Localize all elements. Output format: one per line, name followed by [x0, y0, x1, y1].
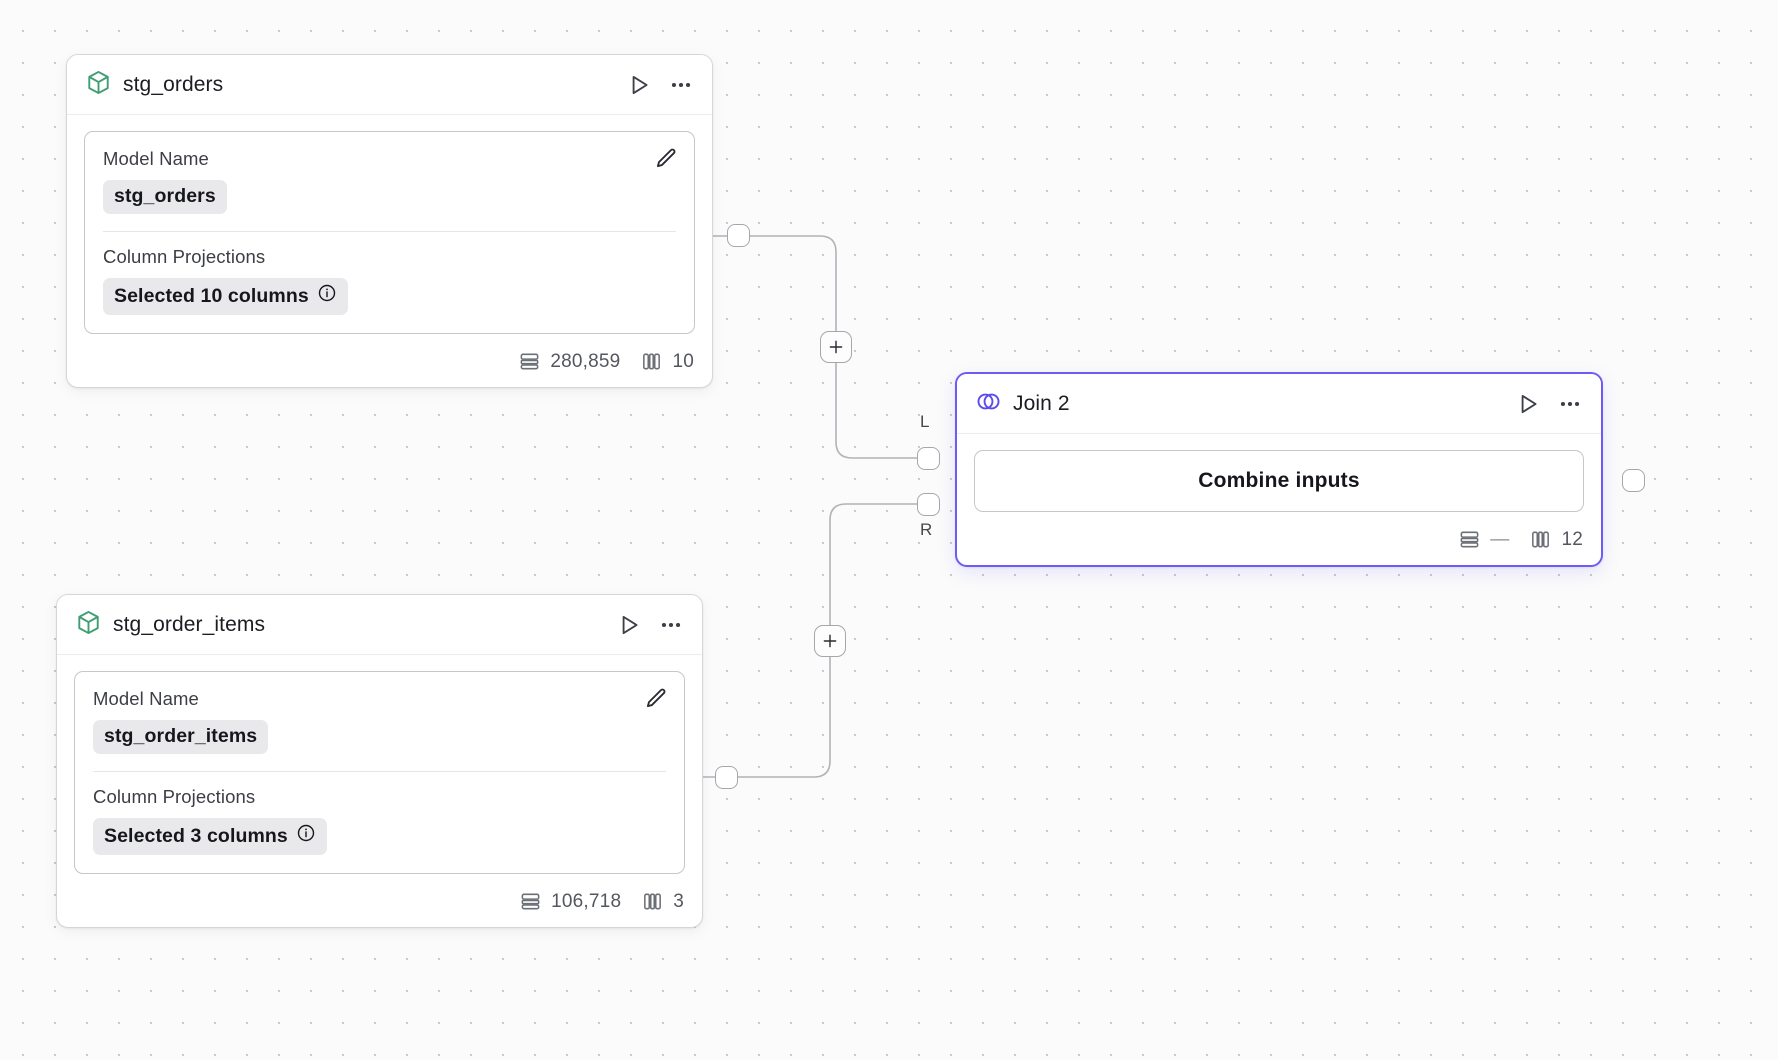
info-icon[interactable]: [317, 283, 337, 309]
node-header: Join 2: [957, 374, 1601, 434]
row-count-value: —: [1490, 528, 1510, 550]
row-count-stat: 106,718: [519, 890, 621, 913]
info-icon[interactable]: [296, 823, 316, 849]
column-count-value: 10: [672, 350, 694, 372]
row-count-stat: 280,859: [518, 350, 620, 373]
node-title: Join 2: [1013, 392, 1070, 415]
chip-text: stg_order_items: [104, 725, 258, 747]
node-footer: 106,718 3: [57, 886, 702, 927]
node-footer: 280,859 10: [67, 346, 712, 387]
run-icon[interactable]: [626, 72, 652, 98]
chip-column-projections[interactable]: Selected 10 columns: [103, 278, 348, 315]
more-options-icon[interactable]: [658, 612, 684, 638]
edit-pencil-icon[interactable]: [653, 146, 679, 177]
output-port-join-2[interactable]: [1622, 469, 1645, 492]
more-options-icon[interactable]: [668, 72, 694, 98]
chip-model-name[interactable]: stg_order_items: [93, 720, 269, 754]
add-node-button-lower[interactable]: [814, 625, 846, 657]
edit-pencil-icon[interactable]: [643, 686, 669, 717]
add-node-button-upper[interactable]: [820, 331, 852, 363]
run-icon[interactable]: [616, 612, 642, 638]
input-port-right[interactable]: [917, 493, 940, 516]
divider: [103, 231, 676, 232]
node-stg-order-items[interactable]: stg_order_items: [56, 594, 703, 928]
column-count-value: 3: [673, 890, 684, 912]
row-count-stat: —: [1458, 528, 1509, 551]
node-join-2[interactable]: Join 2 Combine inputs: [955, 372, 1603, 567]
column-count-value: 12: [1561, 528, 1583, 550]
node-stg-orders[interactable]: stg_orders: [66, 54, 713, 388]
row-count-value: 280,859: [550, 350, 621, 372]
left-port-label: L: [920, 412, 930, 431]
field-label-model-name: Model Name: [103, 148, 209, 169]
chip-text: Selected 3 columns: [104, 824, 288, 847]
output-port-stg-order-items[interactable]: [715, 766, 738, 789]
chip-text: Selected 10 columns: [114, 284, 309, 307]
node-header: stg_order_items: [57, 595, 702, 655]
output-port-stg-orders[interactable]: [727, 224, 750, 247]
column-count-stat: 3: [641, 890, 684, 913]
node-body: Model Name stg_orders Column Projections…: [67, 115, 712, 346]
config-panel: Model Name stg_orders Column Projections…: [84, 131, 695, 334]
column-count-stat: 10: [640, 350, 694, 373]
cube-icon: [85, 69, 112, 101]
combine-inputs-button[interactable]: Combine inputs: [974, 450, 1584, 512]
more-options-icon[interactable]: [1557, 391, 1583, 417]
chip-text: stg_orders: [114, 185, 216, 207]
field-label-model-name: Model Name: [93, 688, 199, 709]
node-title: stg_orders: [123, 73, 224, 96]
field-label-column-projections: Column Projections: [103, 246, 266, 267]
node-body: Combine inputs: [957, 434, 1601, 524]
input-port-left[interactable]: [917, 447, 940, 470]
run-icon[interactable]: [1515, 391, 1541, 417]
node-title: stg_order_items: [113, 613, 266, 636]
chip-model-name[interactable]: stg_orders: [103, 180, 227, 214]
node-header: stg_orders: [67, 55, 712, 115]
chip-column-projections[interactable]: Selected 3 columns: [93, 818, 327, 855]
column-count-stat: 12: [1529, 528, 1583, 551]
combine-inputs-label: Combine inputs: [1198, 469, 1360, 492]
field-label-column-projections: Column Projections: [93, 786, 256, 807]
row-count-value: 106,718: [551, 890, 622, 912]
divider: [93, 771, 666, 772]
cube-icon: [75, 609, 102, 641]
config-panel: Model Name stg_order_items Column Projec…: [74, 671, 685, 874]
node-footer: — 12: [957, 524, 1601, 565]
node-body: Model Name stg_order_items Column Projec…: [57, 655, 702, 886]
venn-join-icon: [975, 388, 1002, 420]
right-port-label: R: [920, 520, 933, 539]
